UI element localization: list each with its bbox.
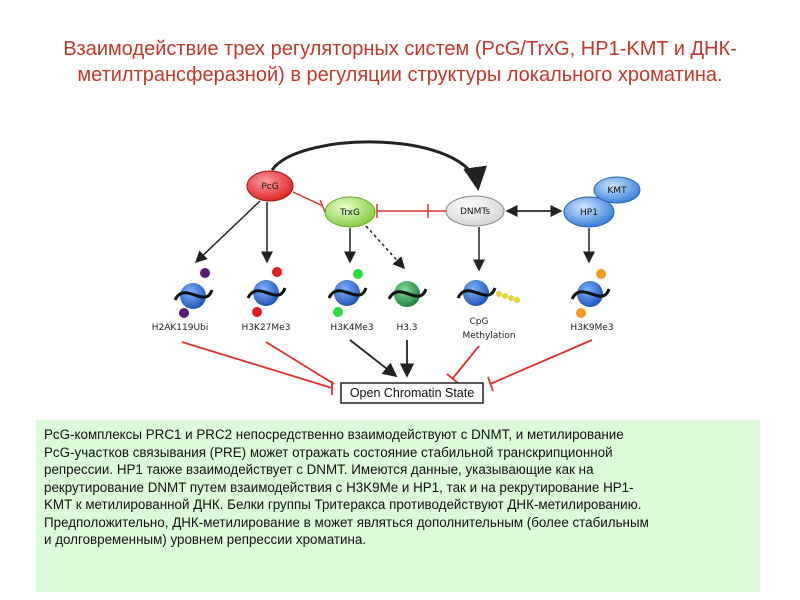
- info-text: PcG-комплексы PRC1 и PRC2 непосредственн…: [44, 426, 752, 549]
- pcg-label: PcG: [261, 182, 278, 192]
- pcg-node: PcG: [247, 171, 293, 201]
- dnmts-node: DNMTs: [446, 196, 504, 226]
- nucleosome-h3k9me3: [572, 269, 609, 318]
- nucleosome-h33: [389, 281, 426, 307]
- mark-h33: H3.3: [396, 323, 417, 333]
- pcg-to-dnmts-arrow: [272, 142, 478, 188]
- trxg-node: TrxG: [325, 197, 375, 227]
- nucleosome-h2ak119ubi: [175, 268, 212, 318]
- mark-cpg-line2: Methylation: [462, 331, 515, 341]
- dnmts-label: DNMTs: [460, 207, 490, 217]
- nucleosome-h3k4me3: [329, 269, 366, 317]
- trxg-label: TrxG: [339, 208, 360, 218]
- kmt-node: KMT: [594, 177, 640, 203]
- mark-h2ak119ubi: H2AK119Ubi: [152, 323, 209, 333]
- info-box: PcG-комплексы PRC1 и PRC2 непосредственн…: [36, 420, 760, 592]
- nucleosome-cpg: [458, 280, 520, 306]
- open-chromatin-label: Open Chromatin State: [350, 386, 474, 400]
- mark-h3k9me3: H3K9Me3: [570, 323, 613, 333]
- kmt-label: KMT: [607, 186, 627, 196]
- nucleosome-h3k27me3: [248, 267, 285, 317]
- hp1-label: HP1: [580, 208, 598, 218]
- open-chromatin-box: Open Chromatin State: [341, 383, 483, 403]
- mark-h3k4me3: H3K4Me3: [330, 323, 373, 333]
- mark-cpg-line1: CpG: [470, 317, 489, 327]
- mark-h3k27me3: H3K27Me3: [242, 323, 291, 333]
